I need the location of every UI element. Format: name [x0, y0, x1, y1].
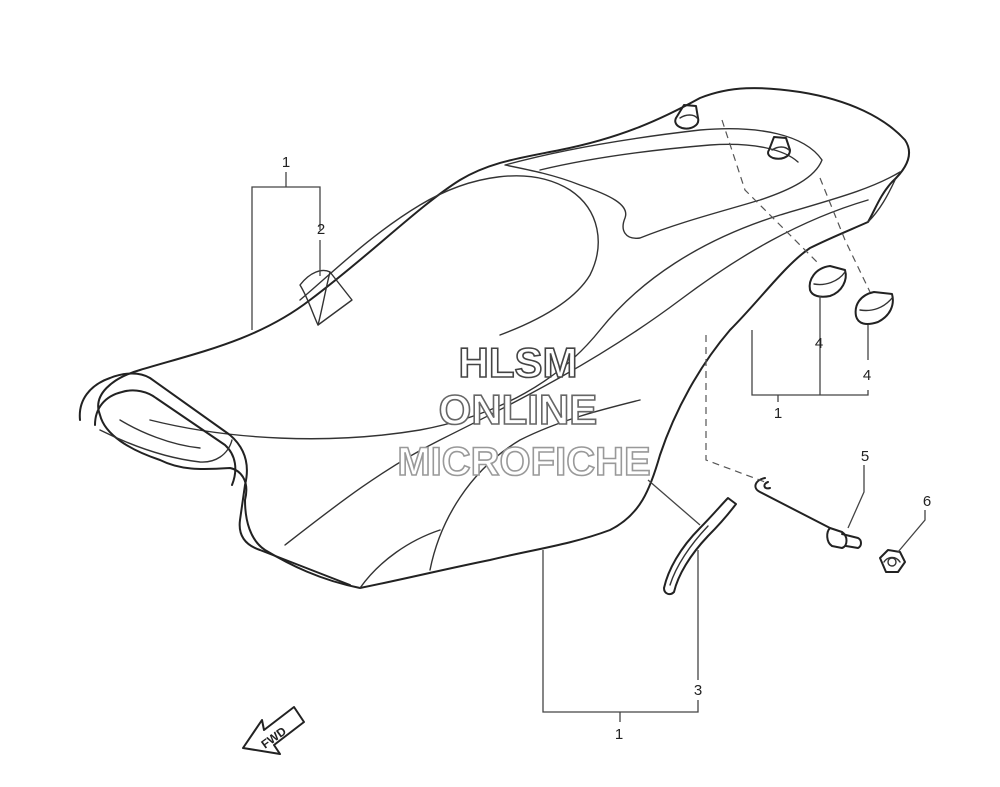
seat-lock-strip[interactable] — [663, 497, 737, 596]
assembly-line-hook — [705, 335, 766, 483]
watermark: HLSM ONLINE MICROFICHE — [397, 338, 652, 485]
callout-3: 3 — [694, 682, 702, 699]
bracket-item-1-top — [251, 186, 321, 330]
assembly-line-strip — [647, 479, 701, 526]
assembly-line-pad-left — [721, 119, 821, 266]
callout-1-top: 1 — [282, 154, 290, 171]
assembly-line-pad-right — [819, 177, 871, 293]
leader-item-5 — [847, 465, 865, 529]
hook-bolt[interactable] — [754, 477, 862, 549]
watermark-line-3: MICROFICHE — [397, 440, 650, 484]
fwd-direction-arrow: FWD — [242, 706, 305, 755]
callout-4-left: 4 — [815, 335, 823, 352]
bracket-item-1-right — [751, 330, 869, 396]
callout-1-right: 1 — [774, 405, 782, 422]
callout-6: 6 — [923, 493, 931, 510]
seat-assembly[interactable] — [78, 87, 911, 589]
watermark-line-1: HLSM — [459, 339, 578, 386]
damper-pad-right[interactable] — [854, 291, 894, 325]
callout-1-bottom: 1 — [615, 726, 623, 743]
callout-5: 5 — [861, 448, 869, 465]
callout-4-right: 4 — [863, 367, 871, 384]
flange-nut[interactable] — [879, 549, 906, 573]
damper-pad-left[interactable] — [808, 265, 847, 298]
rear-bolt-left-icon — [674, 104, 700, 130]
rear-bolt-right-icon — [767, 136, 791, 160]
callout-2: 2 — [317, 221, 325, 238]
leader-item-6 — [897, 510, 926, 553]
watermark-line-2: ONLINE — [439, 386, 598, 433]
